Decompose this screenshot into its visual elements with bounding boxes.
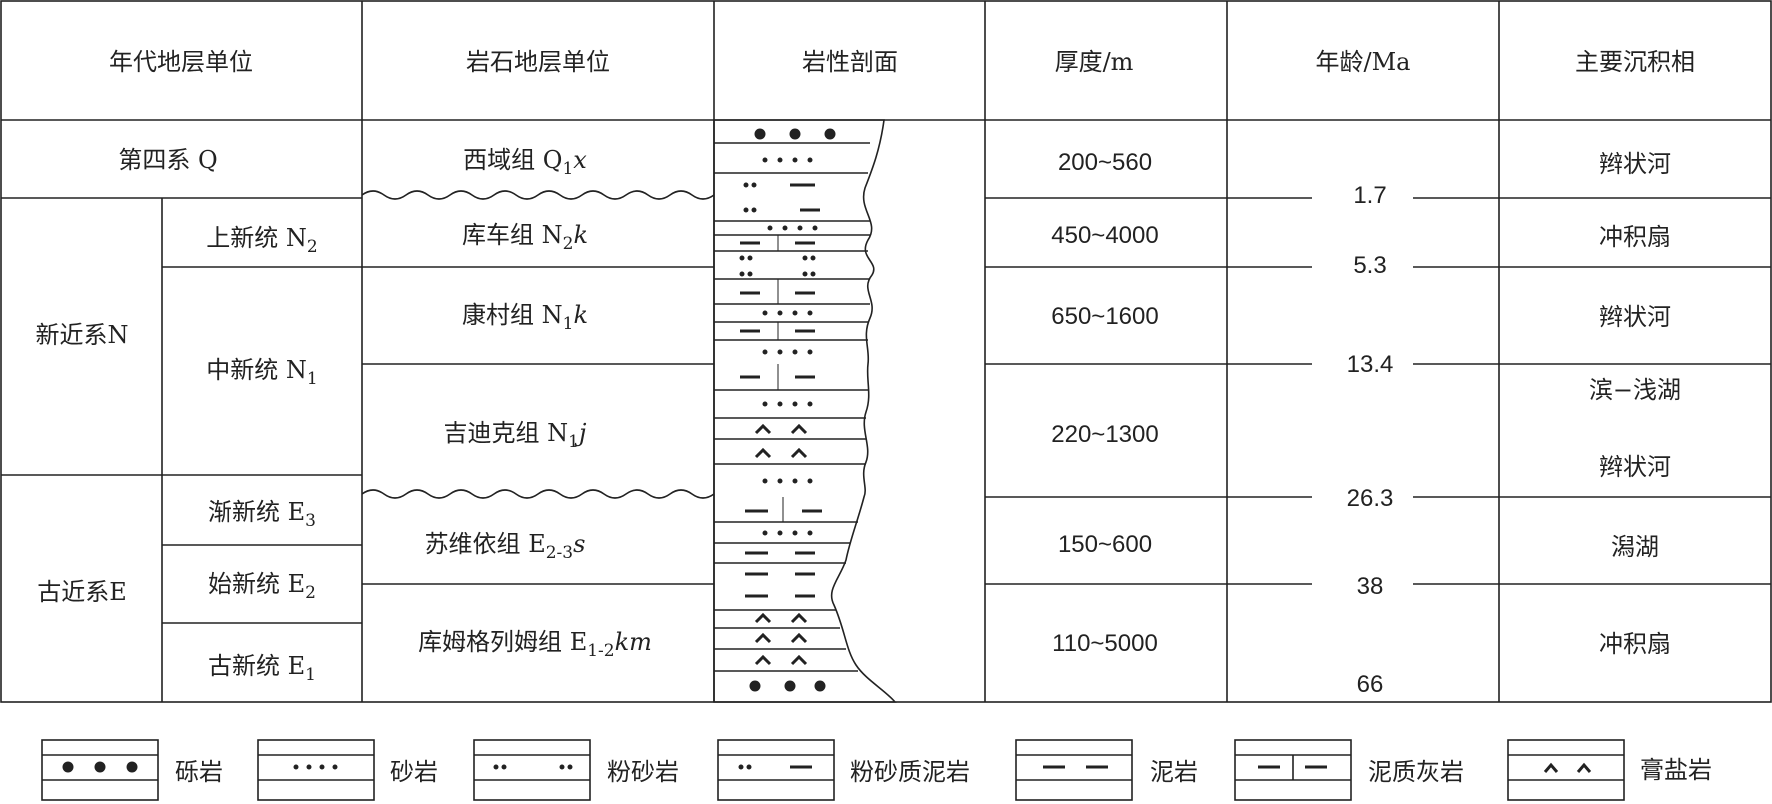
- chrono-column: 第四系 Q 新近系N 古近系E 上新统 N2 中新统 N1 渐新统 E3 始新统…: [36, 146, 318, 685]
- facies-column: 辫状河 冲积扇 辫状河 滨−浅湖 辫状河 潟湖 冲积扇: [1589, 150, 1681, 658]
- age-label: 1.7: [1353, 182, 1386, 209]
- formation-kuqa: 库车组 N2k: [462, 221, 588, 254]
- formation-kumugeliemu: 库姆格列姆组 E1-2km: [418, 628, 652, 661]
- section-beds: [714, 142, 870, 672]
- thickness-kangcun: 650~1600: [1051, 303, 1158, 330]
- legend: 砾岩 砂岩 粉砂岩 粉砂质泥岩 泥岩 泥质灰岩: [41, 739, 1712, 801]
- svg-text:砾岩: 砾岩: [175, 758, 223, 786]
- system-quaternary: 第四系 Q: [118, 146, 217, 174]
- facies-label: 辫状河: [1599, 150, 1671, 178]
- formation-xiyu: 西域组 Q1x: [463, 146, 587, 179]
- age-label: 26.3: [1347, 485, 1394, 512]
- legend-item-argillaceous-limestone: 泥质灰岩: [1234, 739, 1464, 801]
- facies-label: 辫状河: [1599, 453, 1671, 481]
- legend-item-gypsum-salt: 膏盐岩: [1507, 739, 1712, 801]
- formation-suweiyi: 苏维依组 E2-3s: [425, 530, 586, 563]
- series-miocene: 中新统 N1: [206, 356, 317, 389]
- age-label: 5.3: [1353, 252, 1386, 279]
- facies-label: 辫状河: [1599, 303, 1671, 331]
- legend-item-siltstone: 粉砂岩: [473, 739, 679, 801]
- header-lithologic-section: 岩性剖面: [802, 48, 898, 76]
- header-lithostratigraphy: 岩石地层单位: [466, 48, 610, 76]
- unconformity-line-upper: [361, 190, 715, 200]
- facies-label: 冲积扇: [1599, 630, 1671, 658]
- svg-text:泥质灰岩: 泥质灰岩: [1368, 758, 1464, 786]
- system-neogene: 新近系N: [36, 321, 129, 349]
- header-thickness: 厚度/m: [1055, 48, 1134, 76]
- section-patterns: [739, 128, 836, 692]
- svg-text:泥岩: 泥岩: [1150, 758, 1198, 786]
- svg-text:粉砂质泥岩: 粉砂质泥岩: [850, 758, 970, 786]
- system-paleogene: 古近系E: [37, 578, 127, 606]
- series-paleocene: 古新统 E1: [208, 652, 316, 685]
- legend-item-mudstone: 泥岩: [1015, 739, 1198, 801]
- svg-text:砂岩: 砂岩: [390, 758, 438, 786]
- lithologic-section: [713, 119, 897, 703]
- svg-text:粉砂岩: 粉砂岩: [607, 758, 679, 786]
- header-facies: 主要沉积相: [1575, 48, 1695, 76]
- weathering-profile-curve: [713, 119, 897, 703]
- thickness-suweiyi: 150~600: [1058, 531, 1152, 558]
- facies-label: 冲积扇: [1599, 223, 1671, 251]
- age-label: 38: [1357, 573, 1384, 600]
- thickness-jidike: 220~1300: [1051, 421, 1158, 448]
- legend-item-silty-mudstone: 粉砂质泥岩: [717, 739, 970, 801]
- age-label: 66: [1357, 671, 1384, 698]
- formation-jidike: 吉迪克组 N1j: [444, 419, 587, 452]
- series-pliocene: 上新统 N2: [206, 224, 317, 257]
- unconformity-line-lower: [361, 489, 715, 499]
- svg-text:膏盐岩: 膏盐岩: [1640, 756, 1712, 784]
- header-row: 年代地层单位 岩石地层单位 岩性剖面 厚度/m 年龄/Ma 主要沉积相: [109, 48, 1695, 76]
- header-chronostratigraphy: 年代地层单位: [109, 48, 253, 76]
- facies-label: 潟湖: [1611, 533, 1659, 561]
- facies-label: 滨−浅湖: [1589, 376, 1681, 404]
- series-oligocene: 渐新统 E3: [208, 498, 316, 531]
- thickness-kuqa: 450~4000: [1051, 222, 1158, 249]
- thickness-column: 200~560 450~4000 650~1600 220~1300 150~6…: [1051, 149, 1158, 657]
- age-column: 1.7 5.3 13.4 26.3 38 66: [1347, 182, 1394, 698]
- formation-column: 西域组 Q1x 库车组 N2k 康村组 N1k 吉迪克组 N1j 苏维依组 E2…: [418, 146, 652, 661]
- thickness-xiyu: 200~560: [1058, 149, 1152, 176]
- formation-kangcun: 康村组 N1k: [462, 301, 588, 334]
- age-label: 13.4: [1347, 351, 1394, 378]
- legend-item-gravel: 砾岩: [41, 739, 223, 801]
- legend-item-sandstone: 砂岩: [257, 739, 438, 801]
- thickness-kumugeliemu: 110~5000: [1052, 630, 1158, 657]
- series-eocene: 始新统 E2: [208, 570, 316, 603]
- header-age: 年龄/Ma: [1316, 48, 1411, 76]
